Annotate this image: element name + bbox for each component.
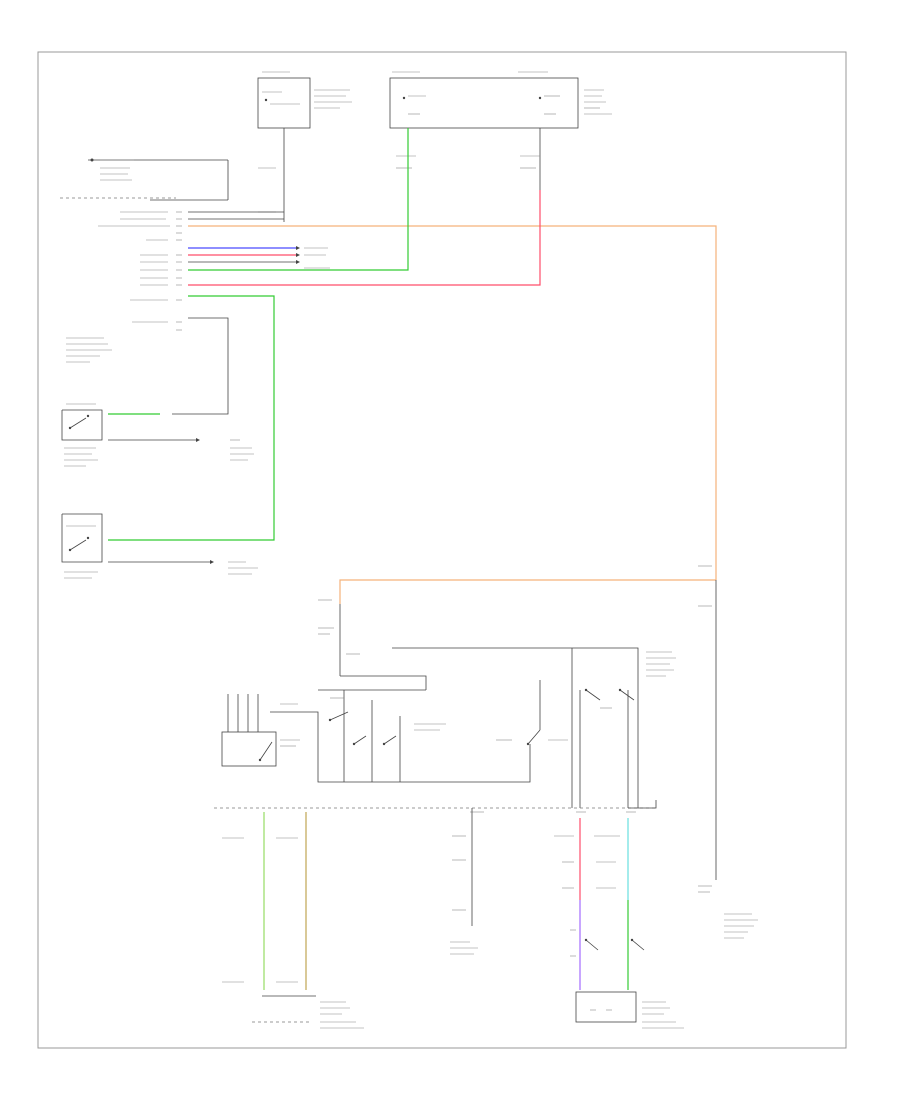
wire-switch-1-return (172, 317, 229, 415)
switch-1 (61, 403, 103, 467)
wire-center-top (340, 675, 427, 690)
wire-orange-branch (339, 579, 716, 604)
top-right-fuse-box (389, 71, 612, 129)
wire-red-top (188, 190, 541, 286)
lower-left-connector (252, 995, 364, 1029)
arrow-red (296, 253, 300, 257)
pin-rows (98, 211, 182, 331)
lower-right-connector (575, 991, 684, 1029)
switch-block-center (270, 689, 446, 783)
diagram-frame (37, 51, 847, 1049)
relay-pair (579, 651, 676, 808)
top-left-fuse-box (257, 71, 352, 129)
arrow-blue (296, 246, 300, 250)
switch-block-right (430, 680, 568, 783)
wire-green-switch-2 (108, 295, 275, 541)
left-note-block (66, 337, 112, 363)
wire-green-top (188, 128, 409, 271)
arrow-third (296, 260, 300, 264)
control-unit-connector-left (60, 158, 229, 201)
switch-2 (61, 513, 103, 579)
wire-bus-end (628, 800, 657, 809)
switch-block-left (221, 694, 300, 767)
wire-orange-main (188, 225, 717, 580)
wire-center-right-bus (392, 647, 639, 808)
lower-right-switch-pair (570, 929, 645, 957)
